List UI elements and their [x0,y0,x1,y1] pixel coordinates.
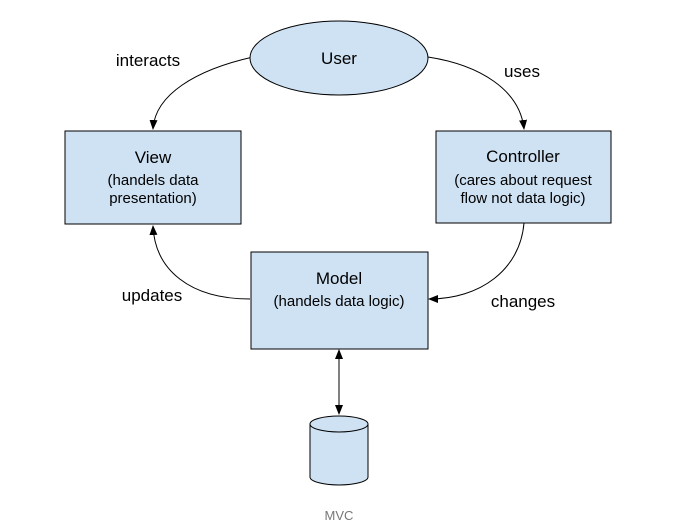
view-node [64,130,242,225]
database-top [309,415,369,433]
controller-label: Controller [486,147,560,166]
user-node [249,20,429,96]
controller-description-line-1: (cares about request [454,172,592,189]
database-body [309,424,369,486]
controller-description-line-2: flow not data logic) [460,190,585,207]
model-label: Model [316,269,362,288]
model-description-line-1: (handels data logic) [274,293,405,310]
edge-label-uses: uses [504,62,540,81]
view-description-line-1: (handels data [108,172,200,189]
edge-label-interacts: interacts [116,51,180,70]
edge-label-changes: changes [491,292,555,311]
edge-user-to-controller [427,56,528,130]
view-label: View [135,148,172,167]
edge-label-updates: updates [122,286,183,305]
user-label: User [321,49,357,68]
edge-controller-to-model [428,222,525,303]
controller-node [435,130,612,224]
view-description-line-2: presentation) [109,190,197,207]
model-node [250,251,429,350]
diagram-caption: MVC [325,508,354,523]
database-node [309,415,369,486]
edge-user-to-view [149,56,254,130]
edge-model-to-view [149,225,251,300]
